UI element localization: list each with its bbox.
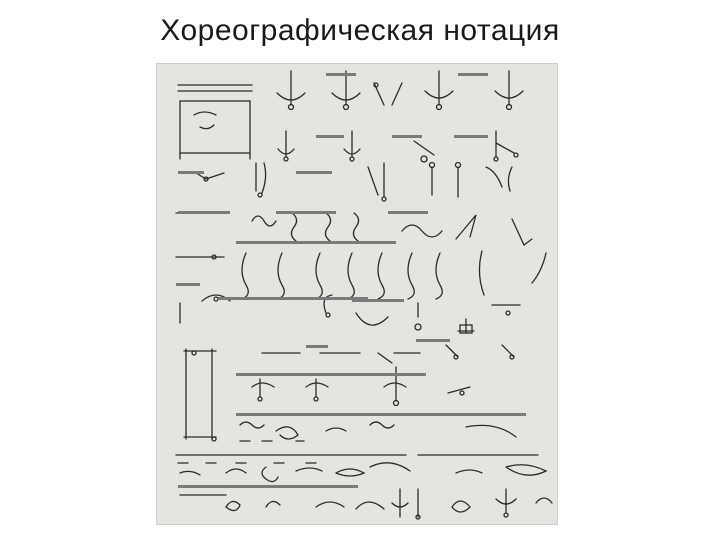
bottom-row: [179, 488, 553, 520]
arcs-row: [201, 294, 521, 334]
notation-engraving: [175, 70, 553, 520]
motifs-row: [179, 462, 548, 483]
steps-row: [261, 344, 515, 364]
tall-curves-row: [175, 250, 547, 324]
swirls-row: [175, 421, 539, 464]
ladder-frame: [183, 348, 217, 442]
engraving-captions: [176, 73, 526, 488]
leg-figures-row: [195, 161, 513, 202]
figures-row: [251, 366, 471, 407]
squiggle-row: [175, 212, 533, 247]
framed-diagram-box: [177, 84, 253, 160]
slide-title: Хореографическая нотация: [160, 14, 560, 47]
notation-plate-image: [156, 63, 558, 525]
positions-row-2: [277, 130, 519, 163]
positions-row-1: [276, 70, 524, 111]
